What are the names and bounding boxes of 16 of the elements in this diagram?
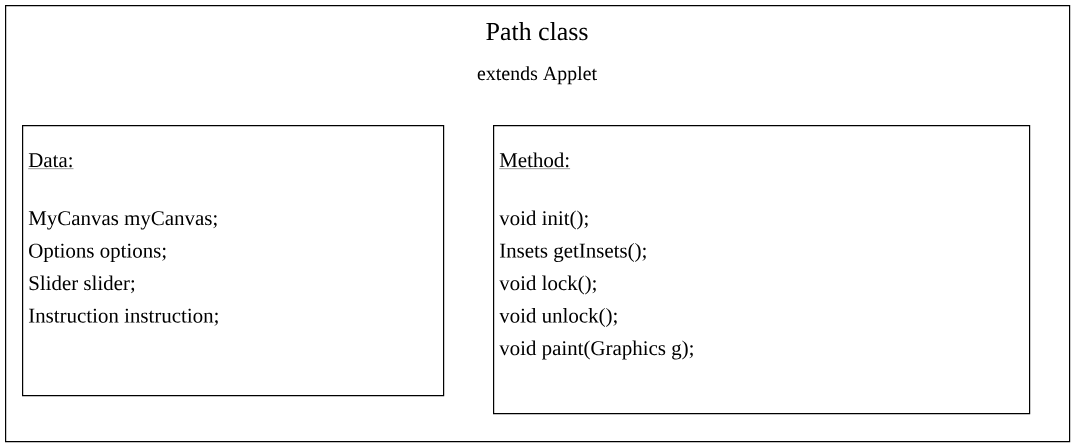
member-box [493,125,1031,415]
section-heading: Data: [28,153,74,169]
code-line: void unlock(); [499,308,617,327]
member-box [22,125,445,397]
code-line: Options options; [29,243,166,262]
code-line: void lock(); [499,275,596,295]
code-line: Slider slider; [29,275,135,294]
section-heading: Method: [499,152,571,169]
code-line: Insets getInsets(); [499,243,646,262]
code-line: void init(); [499,210,588,230]
subtitle: extends Applet [477,66,597,85]
code-line: void paint(Graphics g); [499,340,693,360]
code-line: MyCanvas myCanvas; [28,211,217,230]
title: Path class [486,22,588,41]
class-box [5,5,1071,443]
code-line: Instruction instruction; [28,308,218,326]
